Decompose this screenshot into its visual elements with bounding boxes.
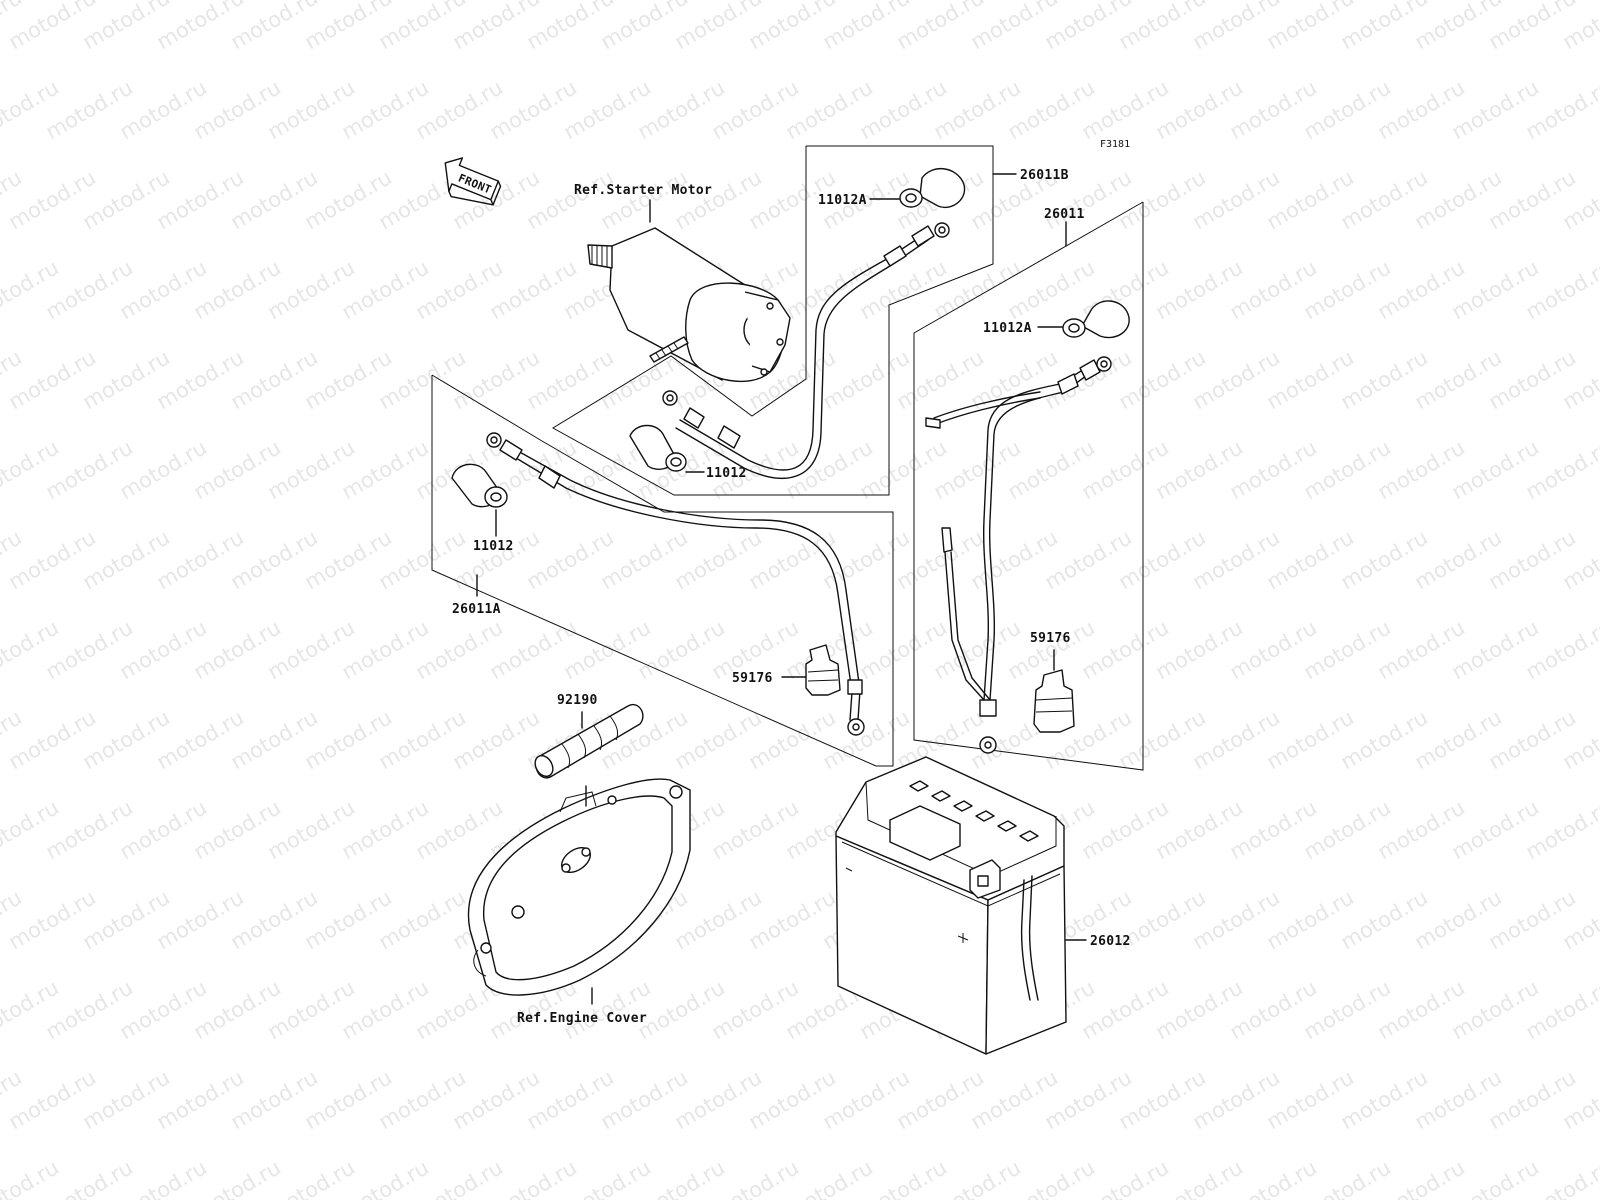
battery-26012 bbox=[835, 756, 1067, 1055]
label-11012a-top: 11012A bbox=[818, 193, 867, 208]
rubber-boot-59176-left bbox=[805, 644, 841, 696]
label-26012: 26012 bbox=[1090, 934, 1131, 949]
rubber-boot-59176-right bbox=[1033, 669, 1075, 733]
label-26011: 26011 bbox=[1044, 207, 1085, 222]
label-59176-right: 59176 bbox=[1030, 631, 1071, 646]
rubber-cap-11012a-top bbox=[899, 168, 966, 209]
figure-code: F3181 bbox=[1100, 139, 1130, 150]
group-outline-26011a bbox=[431, 374, 894, 767]
starter-motor bbox=[587, 199, 791, 383]
group-outline-26011b bbox=[552, 145, 994, 496]
label-59176-left: 59176 bbox=[732, 671, 773, 686]
label-26011a: 26011A bbox=[452, 602, 501, 617]
cable-26011 bbox=[925, 356, 1112, 754]
rubber-cap-11012-middle bbox=[629, 424, 687, 472]
label-11012-left: 11012 bbox=[473, 539, 514, 554]
cushion-92190 bbox=[534, 703, 644, 779]
label-11012-middle: 11012 bbox=[706, 466, 747, 481]
label-ref-engine-cover: Ref.Engine Cover bbox=[517, 1011, 647, 1026]
engine-cover bbox=[467, 778, 691, 996]
group-outline-26011 bbox=[913, 201, 1144, 771]
label-92190: 92190 bbox=[557, 693, 598, 708]
watermark-text: motod.ru bbox=[0, 1155, 63, 1200]
cable-26011b bbox=[662, 222, 950, 479]
rubber-cap-11012-left bbox=[451, 463, 508, 508]
cable-26011a bbox=[486, 432, 865, 736]
label-11012a-right: 11012A bbox=[983, 321, 1032, 336]
label-26011b: 26011B bbox=[1020, 168, 1069, 183]
label-ref-starter-motor: Ref.Starter Motor bbox=[574, 183, 712, 198]
rubber-cap-11012a-right bbox=[1062, 300, 1130, 339]
